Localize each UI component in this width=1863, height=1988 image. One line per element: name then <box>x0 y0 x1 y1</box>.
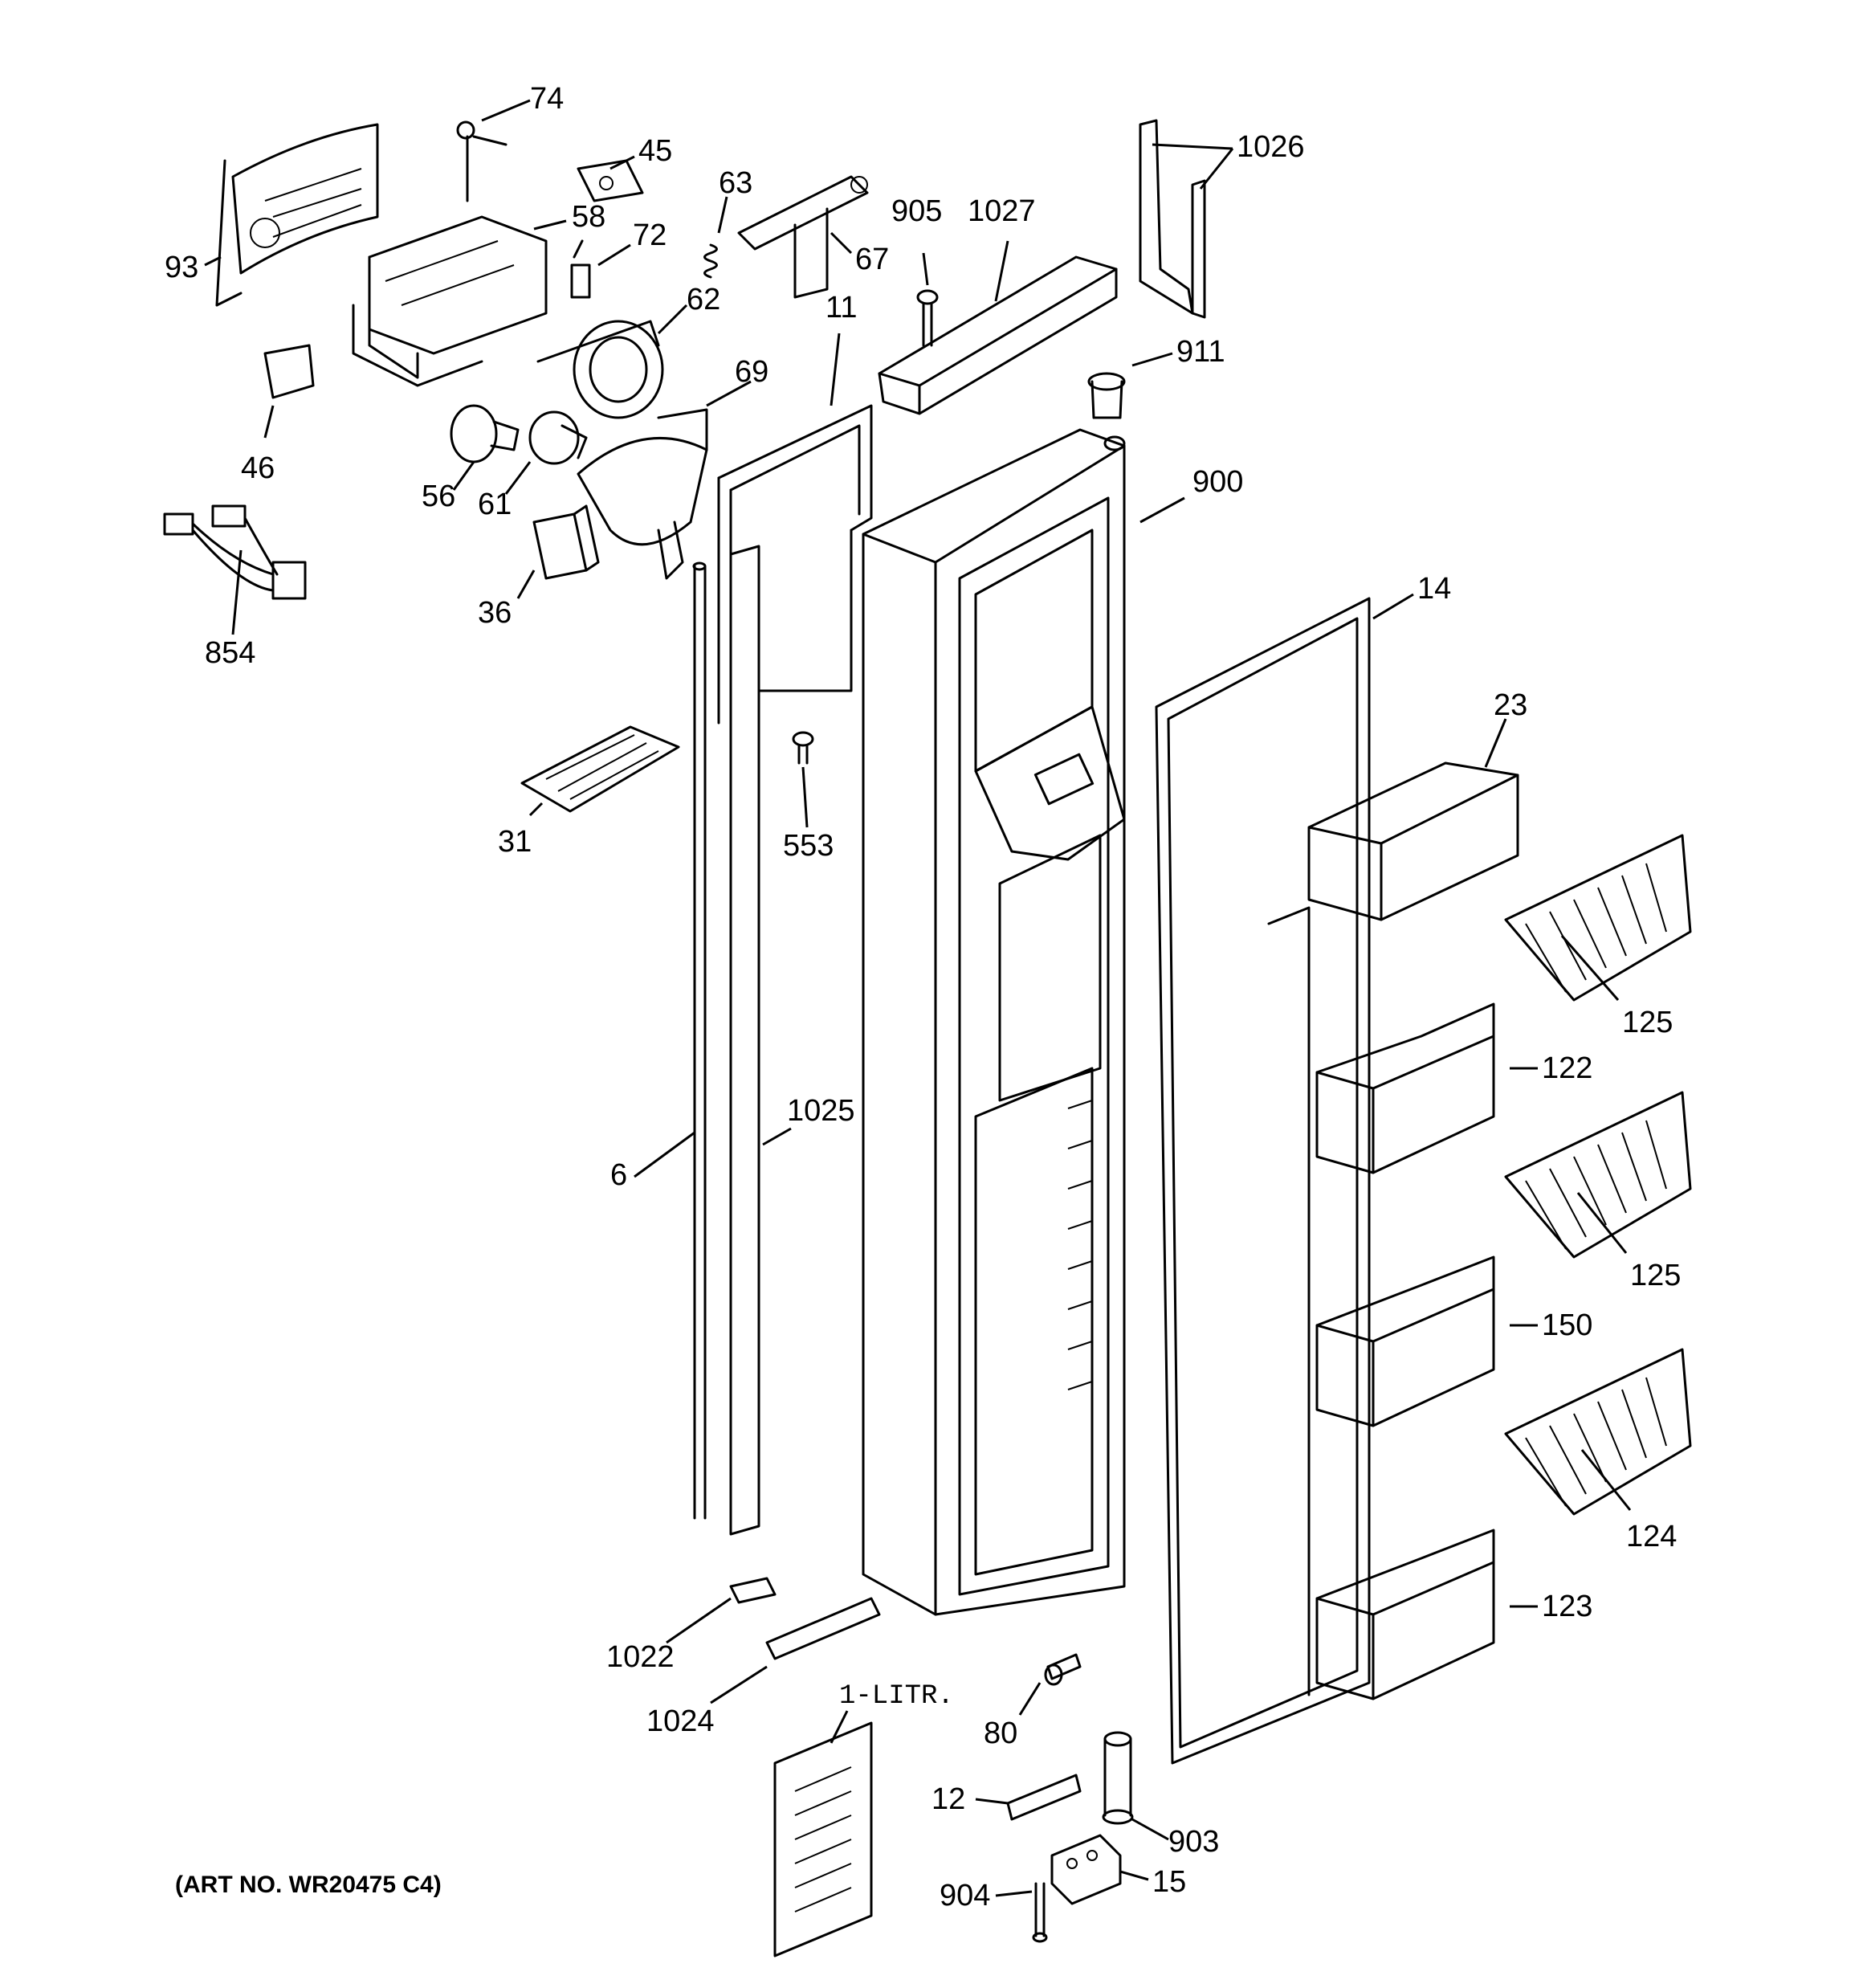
dairy-compartment-part-23 <box>1307 761 1519 921</box>
callout-903: 903 <box>1168 1825 1219 1859</box>
callout-911: 911 <box>1176 335 1225 369</box>
callout-6: 6 <box>610 1158 627 1192</box>
callout-69: 69 <box>735 355 768 389</box>
bracket-part-12 <box>1006 1774 1082 1821</box>
manual-booklet-part <box>773 1721 873 1957</box>
rod-part-6 <box>692 561 707 1520</box>
motor-part-56 <box>450 404 520 463</box>
callout-63: 63 <box>719 166 752 200</box>
funnel-part-69 <box>577 408 708 580</box>
callout-93: 93 <box>165 251 198 284</box>
brace-part-1024 <box>765 1597 881 1660</box>
spring-part-63 <box>703 243 718 279</box>
bracket-part-45 <box>577 159 644 202</box>
callout-72: 72 <box>633 218 667 252</box>
callout-58: 58 <box>572 200 605 234</box>
callout-46: 46 <box>241 451 275 485</box>
callout-1025: 1025 <box>787 1094 855 1128</box>
trim-strip-part-1025 <box>729 545 760 1536</box>
callout-900: 900 <box>1192 465 1243 499</box>
callout-905: 905 <box>891 194 942 228</box>
switch-part-36 <box>532 504 600 580</box>
callout-80: 80 <box>984 1717 1017 1750</box>
top-cap-part-1027 <box>878 255 1118 415</box>
callout-125-top: 125 <box>1622 1006 1673 1039</box>
callout-14: 14 <box>1417 572 1451 606</box>
spring-part-74 <box>456 120 508 202</box>
wire-harness-part-854 <box>163 504 307 600</box>
actuator-part-67 <box>737 175 869 299</box>
door-bin-part-123 <box>1315 1529 1495 1700</box>
clip-part-1022 <box>729 1577 777 1604</box>
door-bin-part-150 <box>1315 1255 1495 1427</box>
callout-11: 11 <box>826 291 857 325</box>
solenoid-part-61 <box>528 410 588 465</box>
chute-door-part-62 <box>536 320 664 419</box>
control-panel-part <box>215 123 379 307</box>
callout-56: 56 <box>422 480 455 513</box>
callout-150: 150 <box>1542 1308 1592 1342</box>
leader-lines <box>204 99 1632 1897</box>
callout-1024: 1024 <box>646 1704 715 1738</box>
wire-basket-part-125-top <box>1504 834 1692 1002</box>
screw-part-904 <box>1032 1882 1048 1943</box>
door-assembly-part-900 <box>862 428 1126 1616</box>
screw-part-905 <box>916 289 939 347</box>
callout-1026: 1026 <box>1237 130 1305 164</box>
hinge-trim-part-1026 <box>1139 119 1206 319</box>
callout-123: 123 <box>1542 1590 1592 1623</box>
callout-31: 31 <box>498 825 532 859</box>
wire-basket-part-125-middle <box>1504 1091 1692 1259</box>
manual-label: 1-LITR. <box>839 1681 954 1712</box>
screw-part-80 <box>1044 1653 1082 1686</box>
hinge-part-15 <box>1050 1834 1122 1905</box>
art-number-caption: (ART NO. WR20475 C4) <box>175 1872 442 1898</box>
callout-125-middle: 125 <box>1630 1259 1681 1292</box>
callout-45: 45 <box>638 134 672 168</box>
bushing-part-911 <box>1087 372 1126 419</box>
hinge-pin-part-903 <box>1102 1731 1134 1825</box>
callout-553: 553 <box>783 829 834 863</box>
wire-basket-part-124 <box>1504 1348 1692 1516</box>
callout-36: 36 <box>478 596 512 630</box>
callout-122: 122 <box>1542 1051 1592 1085</box>
callout-61: 61 <box>478 488 512 521</box>
callout-124: 124 <box>1626 1520 1677 1553</box>
callout-904: 904 <box>940 1879 990 1912</box>
callout-1022: 1022 <box>606 1640 675 1674</box>
callout-1027: 1027 <box>968 194 1036 228</box>
door-bin-part-122 <box>1315 1002 1495 1174</box>
door-gasket-part-14 <box>1155 597 1371 1765</box>
dispenser-housing-part <box>352 215 548 387</box>
callout-23: 23 <box>1494 688 1527 722</box>
callout-67: 67 <box>855 243 889 276</box>
dispenser-frame-part-11 <box>717 404 873 725</box>
callout-12: 12 <box>932 1782 965 1816</box>
callout-854: 854 <box>205 636 255 670</box>
callout-labels: 74 45 58 93 72 63 67 905 1027 1026 62 11… <box>165 82 1681 1912</box>
drip-tray-part-31 <box>520 725 680 813</box>
cover-part-46 <box>263 344 315 399</box>
callout-74: 74 <box>530 82 564 116</box>
callout-62: 62 <box>687 283 720 316</box>
switch-part-72 <box>570 239 591 299</box>
screw-part-553 <box>792 731 814 765</box>
callout-15: 15 <box>1152 1865 1186 1899</box>
